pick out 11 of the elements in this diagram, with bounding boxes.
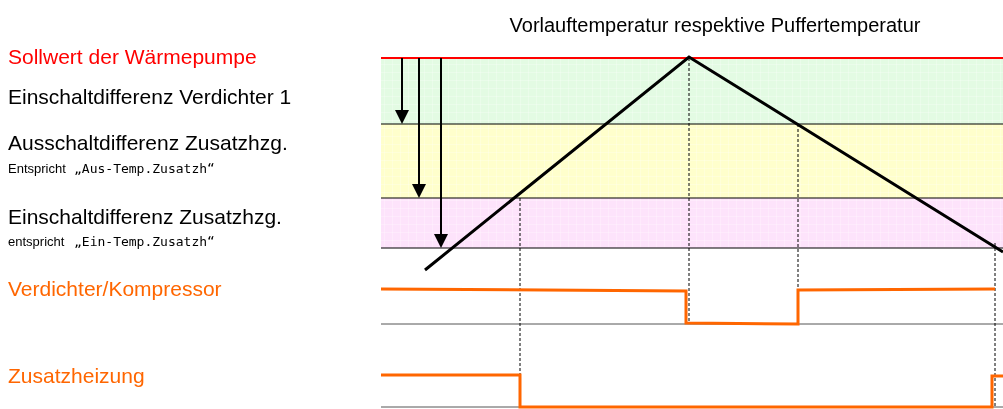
threshold-label: Einschaltdifferenz Zusatzhzg. — [8, 204, 282, 230]
note-text: entspricht — [8, 234, 65, 251]
note-text: Entspricht — [8, 161, 66, 178]
threshold-label: Einschaltdifferenz Verdichter 1 — [8, 84, 292, 110]
setpoint-label: Sollwert der Wärmepumpe — [8, 44, 257, 70]
signal-label: Verdichter/Kompressor — [8, 276, 222, 302]
display-text: „Ein-Temp.Zusatzh“ — [74, 234, 215, 251]
signal-label: Zusatzheizung — [8, 363, 145, 389]
display-text: „Aus-Temp.Zusatzh“ — [74, 161, 215, 178]
threshold-label: Ausschaltdifferenz Zusatzhzg. — [8, 130, 288, 156]
chart-title: Vorlauftemperatur respektive Puffertemperatur — [508, 13, 922, 38]
